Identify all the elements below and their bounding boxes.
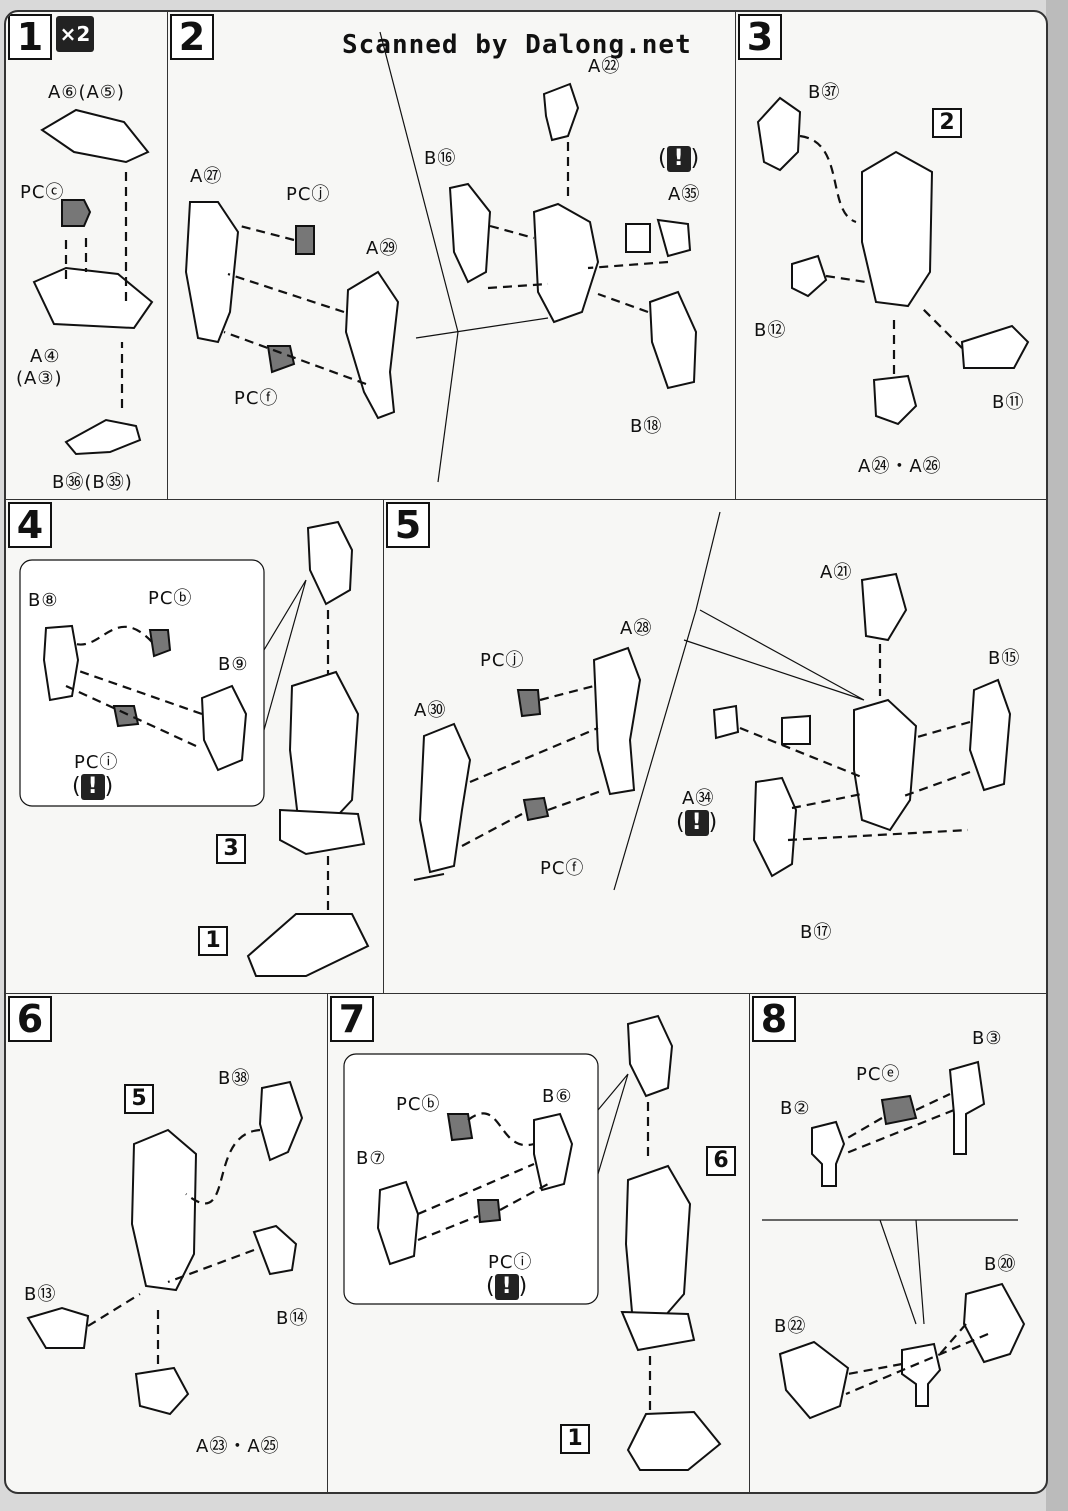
step-6-panel: 6 5 B㊳ B⑬ B⑭ A㉓・A㉕ [6, 994, 328, 1492]
page-edge [1046, 0, 1068, 1511]
step-reference: 1 [198, 926, 228, 956]
part-label: PCⓘ [488, 1252, 533, 1273]
part-label: B㉒ [774, 1316, 807, 1337]
part-label: B⑫ [754, 320, 787, 341]
step-7-diagram [343, 1014, 722, 1471]
step-reference: 1 [560, 1424, 590, 1454]
part-label: A㉚ [414, 700, 447, 721]
part-label: B⑯ [424, 148, 457, 169]
part-label: B⑥ [542, 1086, 573, 1107]
part-label: PCⓙ [480, 650, 525, 671]
step-number: 5 [386, 502, 430, 548]
step-2-diagram [184, 31, 698, 483]
part-label: B⑪ [992, 392, 1025, 413]
part-label: PCⓕ [234, 388, 279, 409]
step-6-diagram [26, 1080, 304, 1416]
instruction-sheet: Scanned by Dalong.net 1 ×2 A⑥(A⑤) PCⓒ A④… [4, 10, 1048, 1494]
step-4-panel: 4 B⑧ PCⓑ B⑨ PCⓘ (!) 3 1 [6, 500, 384, 994]
part-label: B⑦ [356, 1148, 387, 1169]
caution-mark: (!) [486, 1274, 528, 1300]
part-label: A㉘ [620, 618, 653, 639]
step-reference: 5 [124, 1084, 154, 1114]
part-label: A㉗ [190, 166, 223, 187]
caution-mark: (!) [658, 146, 700, 172]
step-reference: 3 [216, 834, 246, 864]
part-label: A㉒ [588, 56, 621, 77]
part-label: B⑮ [988, 648, 1021, 669]
caution-icon: ! [666, 146, 691, 172]
step-reference: 6 [706, 1146, 736, 1176]
step-reference: 2 [932, 108, 962, 138]
step-number: 8 [752, 996, 796, 1042]
step-number: 1 [8, 14, 52, 60]
part-label: A㉟ [668, 184, 701, 205]
part-label: A④ [30, 346, 61, 367]
step-2-panel: 2 A㉗ PCⓙ A㉙ PCⓕ A㉒ B⑯ [168, 12, 736, 500]
part-label: A㉔・A㉖ [858, 456, 942, 477]
step-5-diagram [413, 511, 1012, 891]
part-label: B⑰ [800, 922, 833, 943]
part-label: B⑱ [630, 416, 663, 437]
part-label: B⑨ [218, 654, 249, 675]
part-label: A㉓・A㉕ [196, 1436, 280, 1457]
part-label: A⑥(A⑤) [48, 82, 125, 103]
step-3-panel: 3 B㊲ 2 B⑫ B⑪ A㉔・A㉖ [736, 12, 1046, 500]
step-5-panel: 5 PCⓙ A㉘ A㉚ PCⓕ [384, 500, 1046, 994]
step-number: 6 [8, 996, 52, 1042]
step-8-diagram [762, 1060, 1026, 1420]
part-label: PCⓒ [20, 182, 65, 203]
part-label: PCⓔ [856, 1064, 901, 1085]
part-label: B③ [972, 1028, 1003, 1049]
part-label: PCⓑ [396, 1094, 441, 1115]
part-label: PCⓙ [286, 184, 331, 205]
step-number: 3 [738, 14, 782, 60]
caution-icon: ! [494, 1274, 519, 1300]
step-4-diagram [19, 520, 370, 977]
part-label: A㉞ [682, 788, 715, 809]
part-label: B⑬ [24, 1284, 57, 1305]
part-label: B㊳ [218, 1068, 251, 1089]
part-label: B⑳ [984, 1254, 1017, 1275]
part-label: B⑧ [28, 590, 59, 611]
step-number: 7 [330, 996, 374, 1042]
caution-icon: ! [80, 774, 105, 800]
part-label: PCⓘ [74, 752, 119, 773]
part-label: B㊲ [808, 82, 841, 103]
step-3-diagram [756, 96, 1030, 426]
step-1-panel: 1 ×2 A⑥(A⑤) PCⓒ A④ (A③) B㊱(B㉟) [6, 12, 168, 500]
step-8-panel: 8 B③ PCⓔ B② B⑳ B㉒ [750, 994, 1046, 1492]
step-1-diagram [32, 108, 154, 456]
part-label: A㉙ [366, 238, 399, 259]
multiplier-badge: ×2 [56, 16, 94, 52]
caution-mark: (!) [676, 810, 718, 836]
caution-mark: (!) [72, 774, 114, 800]
step-number: 2 [170, 14, 214, 60]
part-label: (A③) [16, 368, 63, 389]
part-label: B㊱(B㉟) [52, 472, 133, 493]
part-label: PCⓑ [148, 588, 193, 609]
caution-icon: ! [684, 810, 709, 836]
part-label: B⑭ [276, 1308, 309, 1329]
part-label: A㉑ [820, 562, 853, 583]
step-7-panel: 7 PCⓑ B⑥ B⑦ PCⓘ (!) 6 1 [328, 994, 750, 1492]
part-label: PCⓕ [540, 858, 585, 879]
scan-credit: Scanned by Dalong.net [342, 30, 692, 60]
step-number: 4 [8, 502, 52, 548]
part-label: B② [780, 1098, 811, 1119]
